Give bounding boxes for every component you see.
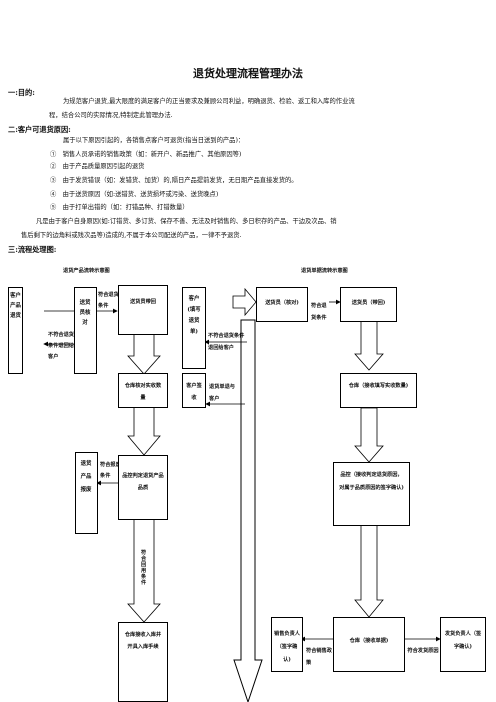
return-products-scrap-box: 退货产品报废: [75, 452, 98, 534]
down-block-arrow-2: [127, 406, 161, 456]
meets-condition-label-2: 符合退货条件: [311, 303, 327, 321]
section-2-note-2: 售后剩下的边角料或残次品等)造成的,不属于本公司配送的产品，一律不予退货.: [21, 232, 242, 239]
return-sheet-label: 退货单退与客户: [209, 384, 235, 402]
down-block-arrow-r3: [354, 523, 384, 618]
returned-to-customer-label: 不符合退货条件退回给客户: [48, 332, 74, 360]
meets-rework-label: 符合回用条件: [141, 550, 147, 586]
section-3-heading: 三:流程处理图:: [8, 245, 57, 254]
down-block-arrow-r1: [354, 319, 384, 371]
meets-condition-label-1: 符合退货条件: [98, 292, 119, 309]
section-2-heading: 二:客户可退货原因:: [8, 125, 71, 134]
driver-return-right-box: 送货员（带回): [340, 287, 397, 322]
driver-check-right-box: 送货员（核对): [256, 287, 308, 322]
section-2-intro: 属于以下原因引起的，各销售点客户可退货(指当日送到的产品)：: [63, 137, 245, 144]
section-1-heading: 一:目的:: [8, 88, 35, 97]
page-title: 退货处理流程管理办法: [193, 67, 303, 80]
driver-return-box: 送货员带回: [118, 285, 168, 335]
customer-fill-box: 客户(填写退货单): [182, 287, 206, 369]
quality-judge-box: 品控判定退货产品品质: [118, 455, 168, 520]
down-block-arrow-3: [127, 517, 161, 623]
customer-products-box: 客户产品退货: [8, 287, 23, 374]
warehouse-fill-box: 仓库（接收填写实收数量): [340, 373, 417, 408]
customer-return-note-label: 不符合退货条件退回给客户: [208, 333, 245, 351]
left-diagram-caption: 退货产品流转示意图: [63, 268, 110, 274]
warehouse-check-box: 仓库核对实收数量: [118, 373, 168, 408]
driver-check-box: 送货员核对: [74, 287, 97, 374]
reason-item-2: ② 由于产品质量原因引起的退货: [50, 163, 145, 170]
warehouse-receive-box: 仓库接收入库并开具入库手续: [118, 622, 168, 702]
section-1-line-1: 为规范客户退货,最大限度的满足客户的正当要求及兼顾公司利益，明确退货、检验、返工…: [63, 98, 355, 105]
meets-sales-label: 符合销售政策: [306, 648, 332, 666]
customer-sign-box: 客户签收: [182, 373, 206, 408]
reason-item-3: ③ 由于发货错误（如：发错货、加货）的,隔日产品提前发货，无日期产品直接发货的。: [50, 177, 298, 184]
reason-item-5: ⑤ 由于打单出错的（如：打错品种、打错数量）: [50, 204, 189, 211]
shipping-person-box: 发货负责人（签字确认): [440, 617, 486, 672]
reason-item-4: ④ 由于送货原因（如:送错货、送货损坏或污染、送货晚点): [50, 191, 219, 198]
warehouse-receipt-box: 仓库（接收单据): [333, 617, 405, 672]
right-block-arrow-1: [232, 287, 257, 317]
meets-shipping-label: 符合发货原因: [407, 648, 439, 654]
quality-judge-right-box: 品控（接收判定退货原因，对属于品质原因的签字确认): [333, 462, 410, 526]
down-block-arrow-1: [127, 333, 161, 375]
meets-scrap-label: 符合报废条件: [100, 462, 121, 479]
section-1-line-2: 程，结合公司的实际情况,特制定此管理办法.: [49, 112, 173, 119]
sales-person-box: 销售负责人（签字确认): [271, 617, 303, 672]
reason-item-1: ① 销售人员承诺的销售政策（如：新开户、新品推广、其他原因等): [50, 151, 242, 158]
right-diagram-caption: 退货单据流转示意图: [301, 268, 348, 274]
down-block-arrow-r2: [354, 407, 384, 463]
central-down-block-arrow: [233, 319, 263, 702]
section-2-note-1: 凡是由于客户自身原因(如:订错货、多订货、保存不善、无法及时销售的、多日积存的产…: [36, 218, 337, 225]
